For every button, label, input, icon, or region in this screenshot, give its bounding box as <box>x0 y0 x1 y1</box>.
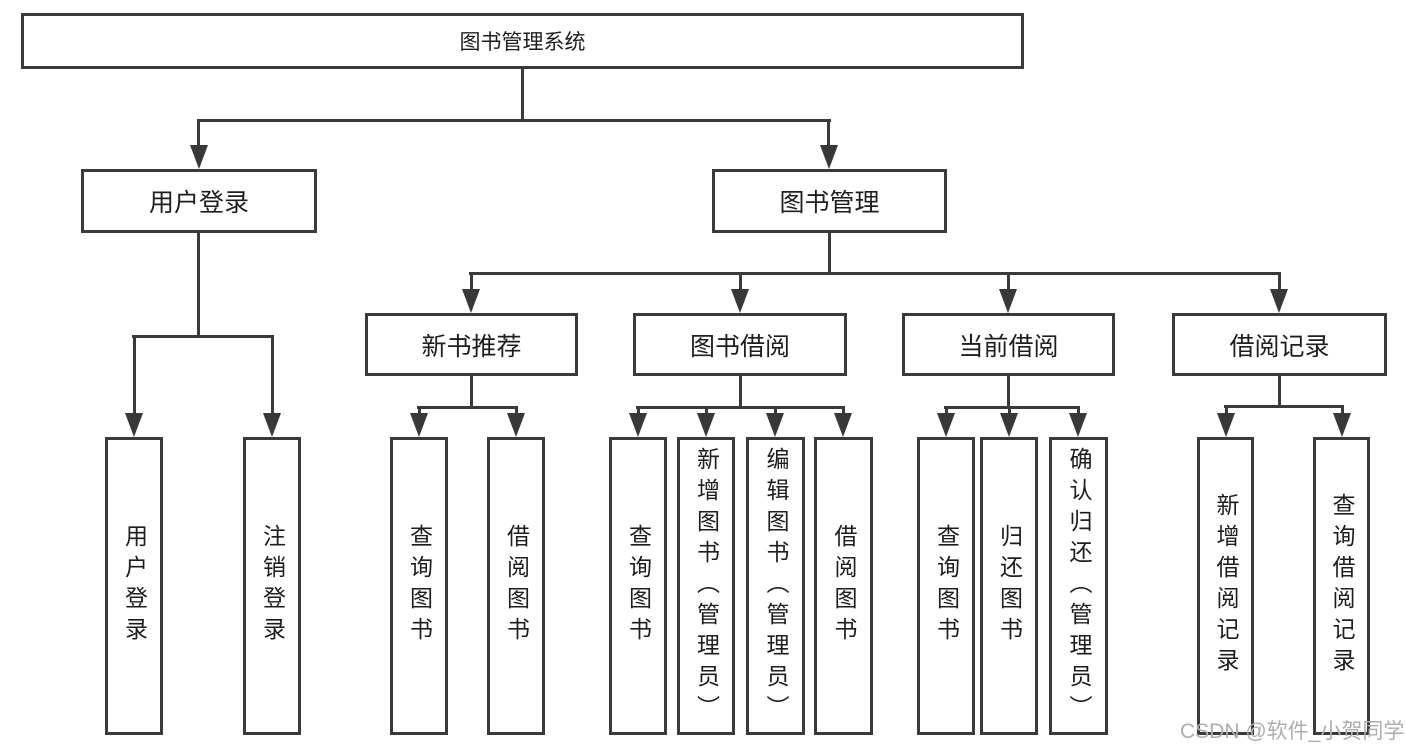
leaf-edit-book-admin: 编辑图书（管理员） <box>746 437 805 735</box>
arrow-down-icon <box>937 413 955 437</box>
connector-drop-line <box>515 406 518 413</box>
node-book-borrowing: 图书借阅 <box>633 313 847 376</box>
arrow-down-icon <box>766 413 784 437</box>
arrow-down-icon <box>834 413 852 437</box>
connector-drop-line <box>470 272 473 289</box>
leaf-query-books-borrowing: 查询图书 <box>609 437 667 735</box>
leaf-query-books-recommend: 查询图书 <box>390 437 448 735</box>
leaf-query-borrow-record: 查询借阅记录 <box>1313 437 1370 735</box>
connector-new-book-split <box>417 406 518 409</box>
connector-drop-line <box>197 119 200 145</box>
connector-book-management-stem <box>828 233 831 272</box>
connector-drop-line <box>1008 406 1011 413</box>
arrow-down-icon <box>190 145 208 169</box>
arrow-down-icon <box>263 413 281 437</box>
node-user-login: 用户登录 <box>81 169 317 233</box>
arrow-down-icon <box>410 413 428 437</box>
connector-drop-line <box>1077 406 1080 413</box>
connector-drop-line <box>705 406 708 413</box>
arrow-down-icon <box>1333 413 1351 437</box>
connector-drop-line <box>774 406 777 413</box>
connector-drop-line <box>945 406 948 413</box>
node-book-management-system: 图书管理系统 <box>21 13 1024 69</box>
connector-borrow-records-stem <box>1278 376 1281 405</box>
arrow-down-icon <box>999 289 1017 313</box>
connector-current-borrow-split <box>944 406 1080 409</box>
leaf-user-login: 用户登录 <box>105 437 163 735</box>
connector-level2-split <box>197 119 831 122</box>
node-book-management: 图书管理 <box>712 169 947 233</box>
arrow-down-icon <box>697 413 715 437</box>
connector-book-borrow-stem <box>739 376 742 406</box>
arrow-down-icon <box>629 413 647 437</box>
connector-current-borrow-stem <box>1007 376 1010 406</box>
arrow-down-icon <box>125 413 143 437</box>
connector-drop-line <box>1225 405 1228 413</box>
arrow-down-icon <box>1000 413 1018 437</box>
leaf-add-book-admin: 新增图书（管理员） <box>677 437 735 735</box>
leaf-logout-login: 注销登录 <box>243 437 301 735</box>
connector-drop-line <box>827 119 830 145</box>
connector-drop-line <box>739 272 742 289</box>
connector-drop-line <box>637 406 640 413</box>
leaf-query-books-current: 查询图书 <box>917 437 975 735</box>
arrow-down-icon <box>820 145 838 169</box>
arrow-down-icon <box>731 289 749 313</box>
node-borrowing-records: 借阅记录 <box>1172 313 1387 376</box>
connector-drop-line <box>418 406 421 413</box>
node-new-book-recommendation: 新书推荐 <box>365 313 578 376</box>
connector-drop-line <box>1341 405 1344 413</box>
connector-user-login-split <box>132 335 274 338</box>
leaf-borrow-books-recommend: 借阅图书 <box>487 437 545 735</box>
connector-level3-split <box>469 272 1281 275</box>
leaf-return-book: 归还图书 <box>980 437 1038 735</box>
connector-user-login-stem <box>197 233 200 335</box>
csdn-watermark: CSDN @软件_小贺同学 <box>1180 720 1405 743</box>
leaf-confirm-return-admin: 确认归还（管理员） <box>1049 437 1108 735</box>
connector-borrow-records-split <box>1224 405 1344 408</box>
arrow-down-icon <box>1270 289 1288 313</box>
connector-drop-line <box>133 335 136 413</box>
arrow-down-icon <box>507 413 525 437</box>
arrow-down-icon <box>1217 413 1235 437</box>
leaf-borrow-books-borrowing: 借阅图书 <box>814 437 873 735</box>
connector-root-stem <box>521 69 524 119</box>
connector-drop-line <box>1278 272 1281 289</box>
connector-drop-line <box>842 406 845 413</box>
connector-book-borrow-split <box>636 406 845 409</box>
connector-drop-line <box>271 335 274 413</box>
leaf-add-borrow-record: 新增借阅记录 <box>1197 437 1254 735</box>
connector-drop-line <box>1007 272 1010 289</box>
arrow-down-icon <box>1069 413 1087 437</box>
arrow-down-icon <box>462 289 480 313</box>
connector-new-book-stem <box>470 376 473 406</box>
node-current-borrowing: 当前借阅 <box>902 313 1115 376</box>
